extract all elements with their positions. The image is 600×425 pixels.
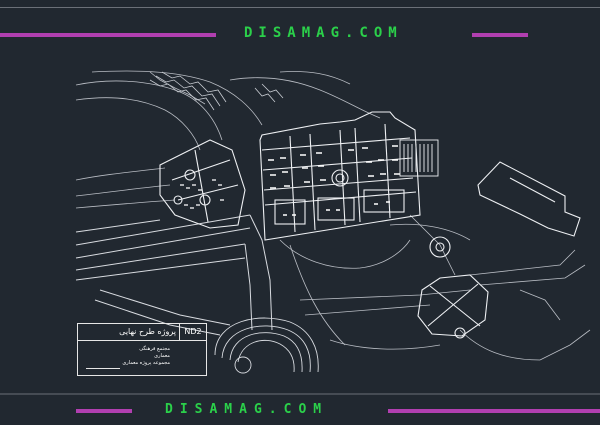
- footer-right-bar: [388, 409, 600, 413]
- title-block-line-1: مجتمع فرهنگی: [139, 346, 170, 352]
- drawing-title-block: پروژه طرح نهایی ND2 مجتمع فرهنگی معماری …: [77, 323, 207, 376]
- header-left-bar: [0, 33, 216, 37]
- footer-watermark: DISAMAG.COM: [165, 402, 329, 417]
- header-watermark: DISAMAG.COM: [244, 25, 403, 41]
- header-right-bar: [472, 33, 528, 37]
- contour-lines: [75, 70, 381, 209]
- title-block-logo-mark: [86, 362, 120, 369]
- east-building: [477, 161, 581, 237]
- top-border-line: [0, 7, 600, 8]
- title-block-header: پروژه طرح نهایی ND2: [78, 324, 206, 341]
- terrace-steps: [149, 71, 284, 111]
- main-building: [259, 111, 421, 241]
- landscape-curves: [279, 214, 591, 361]
- title-block-code: ND2: [179, 324, 206, 341]
- stair-block: [399, 139, 439, 177]
- west-wing: [159, 139, 246, 229]
- octagon-pavilion: [417, 236, 489, 339]
- title-block-line-2: معماری: [154, 353, 170, 359]
- road-lines: [75, 214, 273, 336]
- title-block-title: پروژه طرح نهایی: [119, 327, 176, 336]
- footer-left-bar: [76, 409, 132, 413]
- title-block-line-3: مجموعه پروژه معماری: [122, 360, 170, 366]
- west-wing-furniture: [180, 179, 224, 209]
- amphitheater: [214, 317, 319, 374]
- room-details: [268, 145, 400, 216]
